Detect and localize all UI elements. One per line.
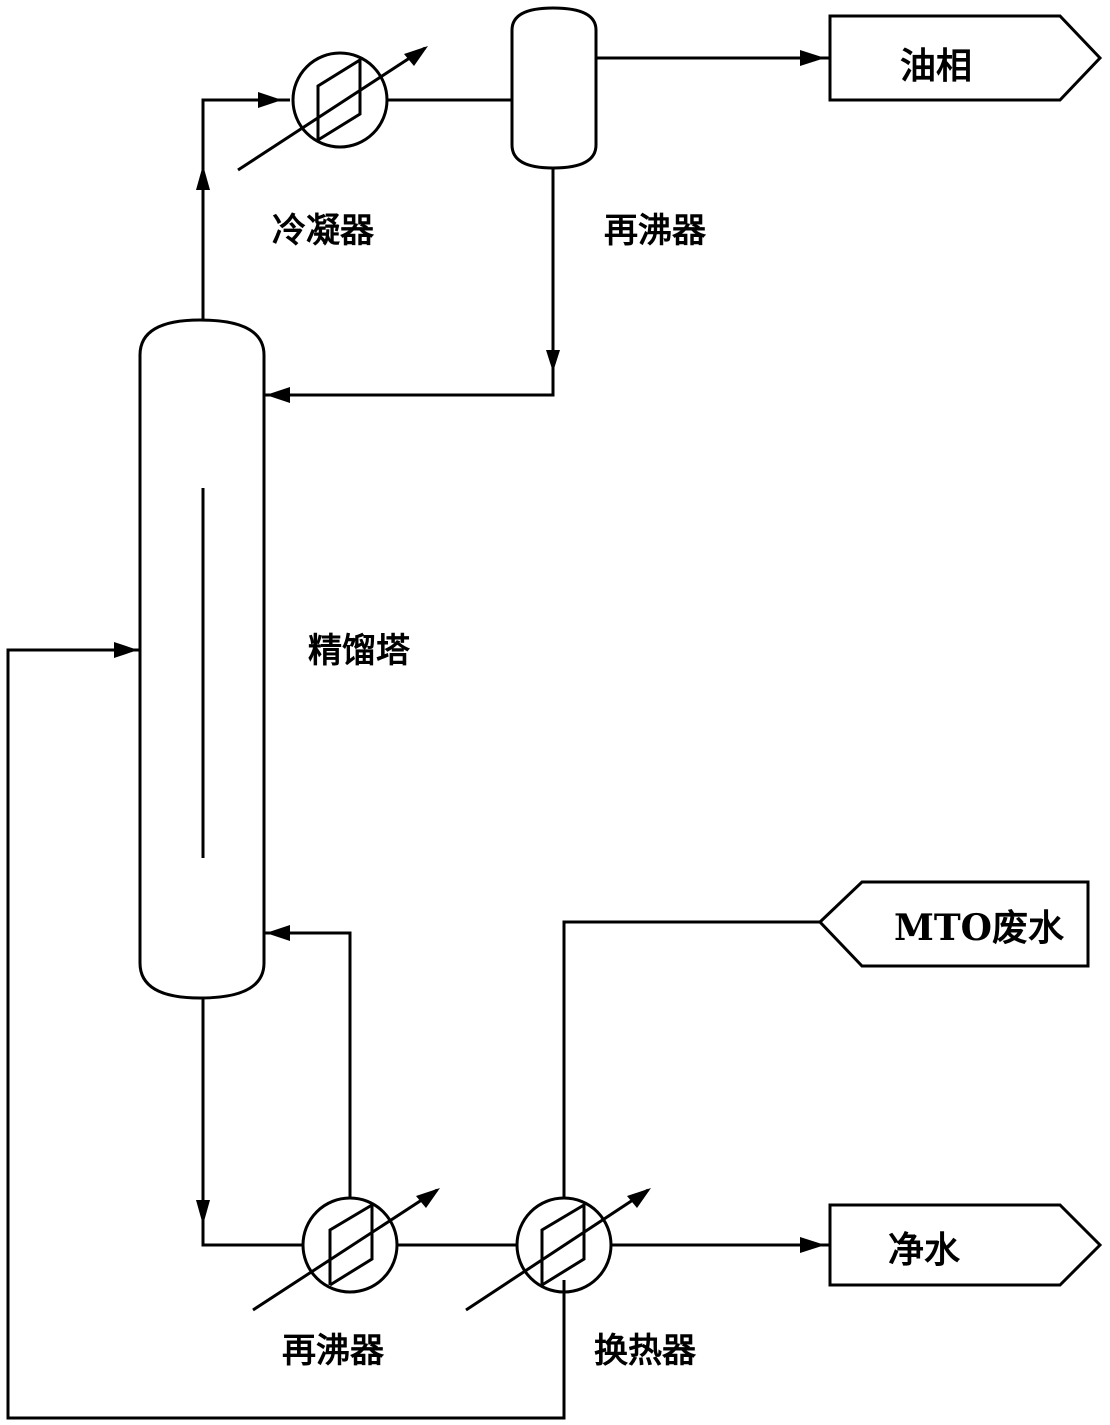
distillation-column [138, 318, 266, 1000]
arrow-right-feed [114, 642, 138, 658]
heat-exchanger [465, 1188, 651, 1312]
column-label: 精馏塔 [308, 631, 411, 671]
reboiler-return-line [264, 931, 352, 1198]
column-overhead-line [201, 98, 290, 320]
bottom-reboiler [252, 1188, 440, 1312]
arrow-right-to-oil [800, 50, 825, 66]
mto-wastewater-label: MTO废水 [894, 907, 1065, 949]
clean-water-label: 净水 [888, 1229, 961, 1271]
arrow-up-overhead [196, 165, 210, 190]
mto-feed-line [562, 920, 820, 1198]
reflux-line [264, 168, 555, 397]
arrow-left-into-column [266, 387, 290, 403]
arrow-left-return [266, 925, 290, 941]
condenser-label: 冷凝器 [272, 211, 375, 251]
bottom-reboiler-label: 再沸器 [282, 1331, 385, 1371]
condenser [237, 46, 428, 172]
oil-phase-label: 油相 [900, 45, 972, 87]
oil-phase-outlet [828, 14, 1103, 102]
arrow-down-bottoms [196, 1200, 210, 1225]
feed-loop-line [6, 648, 566, 1420]
heat-exchanger-label: 换热器 [594, 1331, 697, 1371]
top-drum [510, 6, 598, 170]
arrow-right-to-condenser [258, 92, 282, 108]
clean-water-outlet [828, 1203, 1103, 1287]
bottoms-line [201, 998, 303, 1247]
arrow-right-to-water [800, 1237, 825, 1253]
arrow-down-reflux [546, 350, 560, 372]
mto-wastewater-inlet [817, 880, 1090, 968]
top-drum-label: 再沸器 [604, 211, 707, 251]
